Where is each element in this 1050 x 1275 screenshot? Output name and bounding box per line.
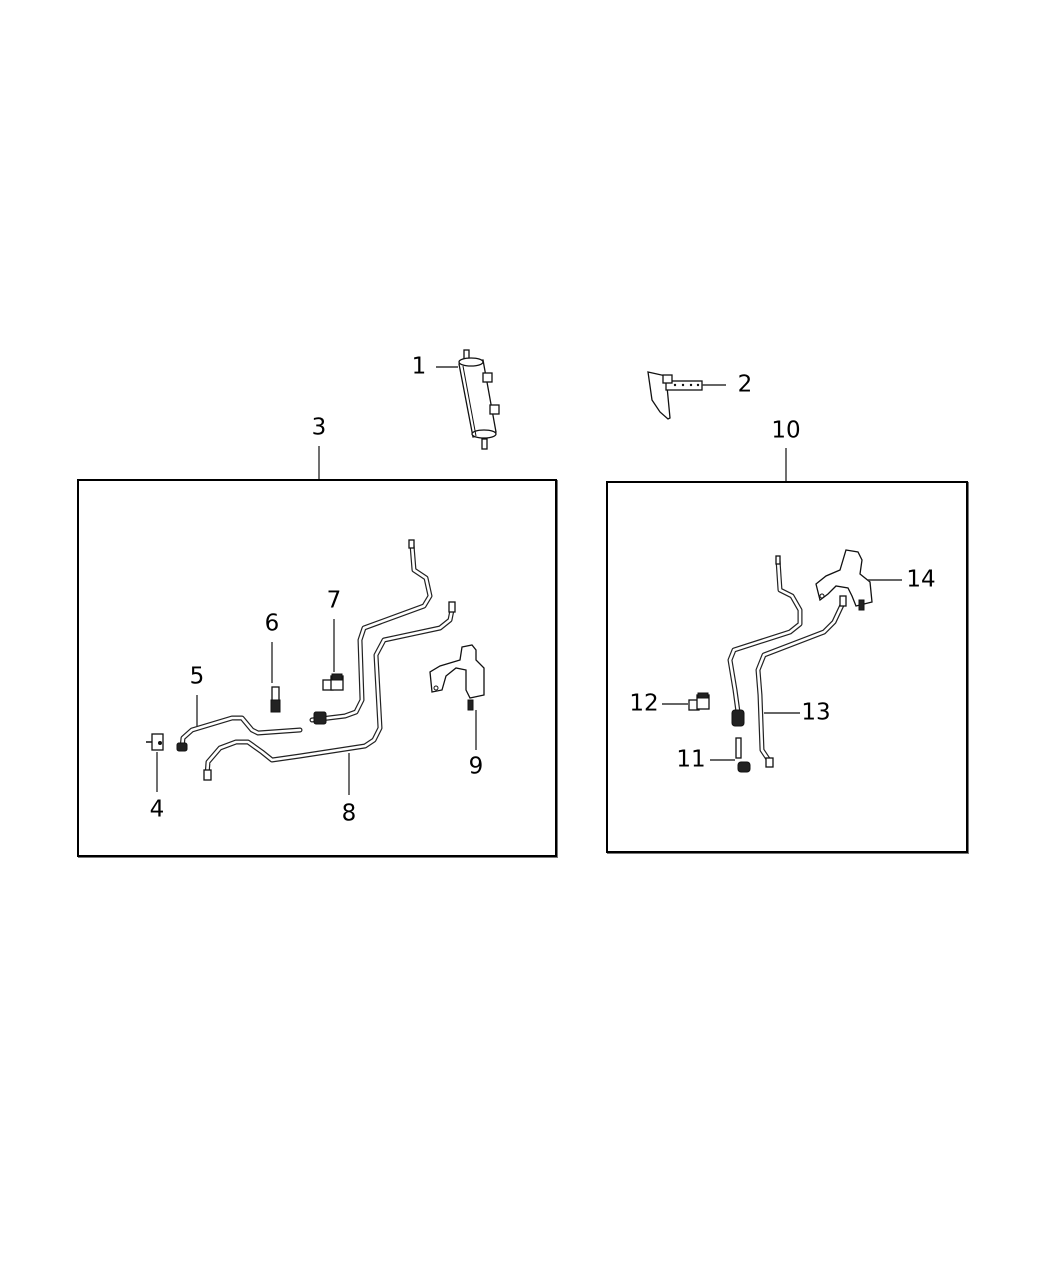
part-6-clip-bracket-icon [270, 642, 281, 713]
part-5-upper-line-icon [309, 539, 433, 725]
part-8-long-line-icon [203, 601, 456, 795]
part-13-line-icon [755, 595, 847, 768]
callout-1[interactable]: 1 [411, 353, 427, 380]
part-2-bracket-icon [647, 371, 726, 420]
callout-2[interactable]: 2 [737, 371, 753, 398]
callout-13[interactable]: 13 [801, 699, 831, 726]
callout-12[interactable]: 12 [629, 690, 659, 717]
part-5-line-icon [176, 695, 303, 752]
part-4-clip-icon [146, 733, 164, 792]
part-12-clip-bracket-icon [662, 692, 710, 711]
callout-8[interactable]: 8 [341, 800, 357, 827]
callout-3[interactable]: 3 [311, 414, 327, 441]
group-10-frame [606, 481, 968, 853]
callout-9[interactable]: 9 [468, 753, 484, 780]
callout-4[interactable]: 4 [149, 796, 165, 823]
group-3-frame [77, 479, 557, 857]
callout-7[interactable]: 7 [326, 587, 342, 614]
callout-6[interactable]: 6 [264, 610, 280, 637]
part-1-canister-icon [436, 349, 500, 450]
callout-10[interactable]: 10 [771, 417, 801, 444]
part-7-clip-bracket-icon [322, 619, 344, 691]
callout-14[interactable]: 14 [906, 566, 936, 593]
part-14-bracket-icon [815, 549, 902, 611]
callout-11[interactable]: 11 [676, 746, 706, 773]
part-11-line-icon [710, 555, 803, 773]
part-9-bracket-icon [429, 644, 485, 750]
callout-5[interactable]: 5 [189, 663, 205, 690]
